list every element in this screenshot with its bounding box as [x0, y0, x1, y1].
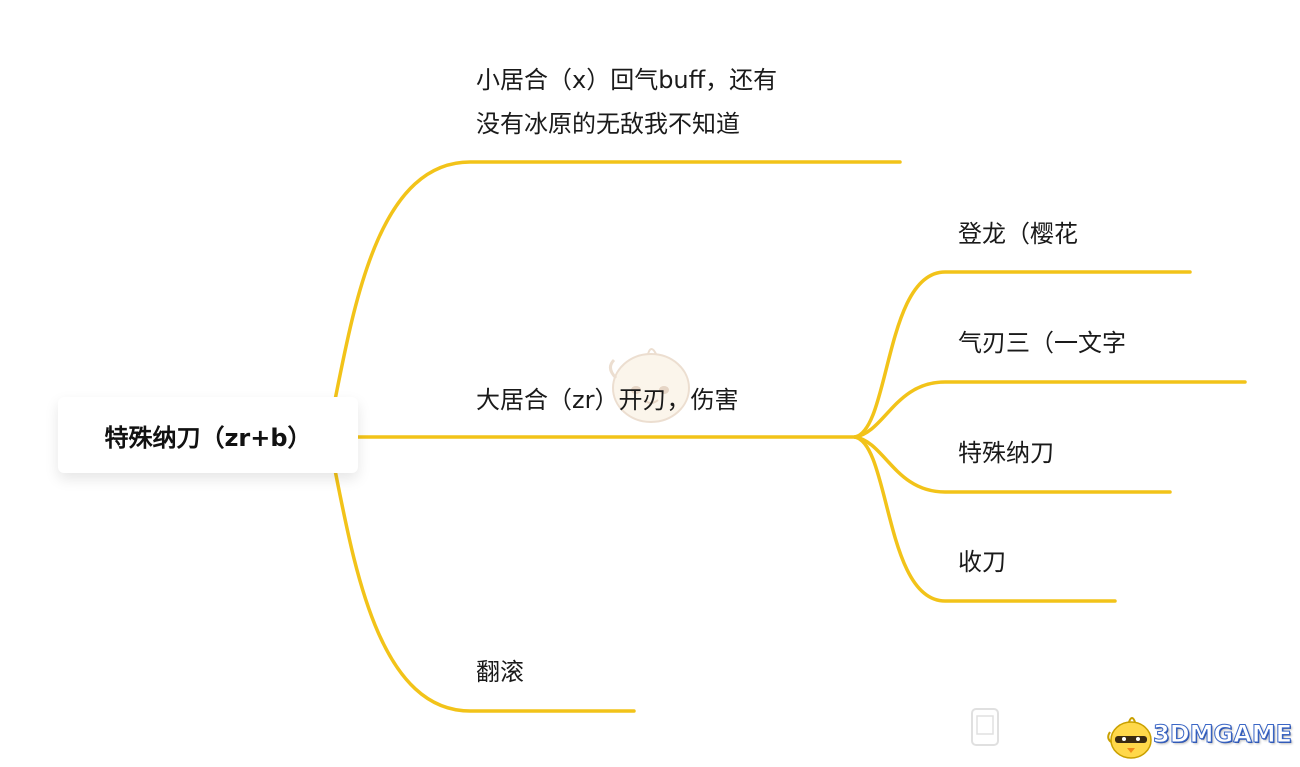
branch-node-1[interactable]: 小居合（x）回气buff，还有 没有冰原的无敌我不知道 — [476, 58, 777, 146]
brand-logo: 3DMGAME — [1105, 712, 1295, 762]
connector-root-branch3 — [333, 468, 636, 713]
sub-node-3[interactable]: 特殊纳刀 — [958, 439, 1054, 467]
chick-mascot-icon — [1107, 717, 1152, 759]
branch-1-line-2: 没有冰原的无敌我不知道 — [476, 110, 740, 138]
connector-branch2-sub2 — [853, 380, 1247, 439]
connector-root-branch1 — [333, 160, 902, 402]
sub-node-2[interactable]: 气刃三（一文字 — [958, 329, 1126, 357]
watermark-device-icon — [971, 708, 999, 746]
branch-node-3[interactable]: 翻滚 — [476, 650, 524, 694]
branch-1-line-1: 小居合（x）回气buff，还有 — [476, 66, 778, 94]
connector-branch2-sub1 — [853, 270, 1192, 439]
sub-node-1[interactable]: 登龙（樱花 — [958, 220, 1078, 248]
connector-branch2-sub4 — [853, 435, 1117, 603]
chick-mascot-icon — [609, 348, 690, 423]
root-label: 特殊纳刀（zr+b） — [104, 423, 312, 452]
connector-branch2-sub3 — [853, 435, 1172, 494]
root-node[interactable]: 特殊纳刀（zr+b） — [58, 397, 358, 473]
branch-2-line-1: 大居合（zr）开刃，伤害 — [476, 386, 739, 414]
branch-3-line-1: 翻滚 — [476, 658, 524, 686]
sub-node-4[interactable]: 收刀 — [958, 548, 1006, 576]
brand-logo-text: 3DMGAME — [1152, 720, 1293, 749]
branch-node-2[interactable]: 大居合（zr）开刃，伤害 — [476, 378, 738, 422]
